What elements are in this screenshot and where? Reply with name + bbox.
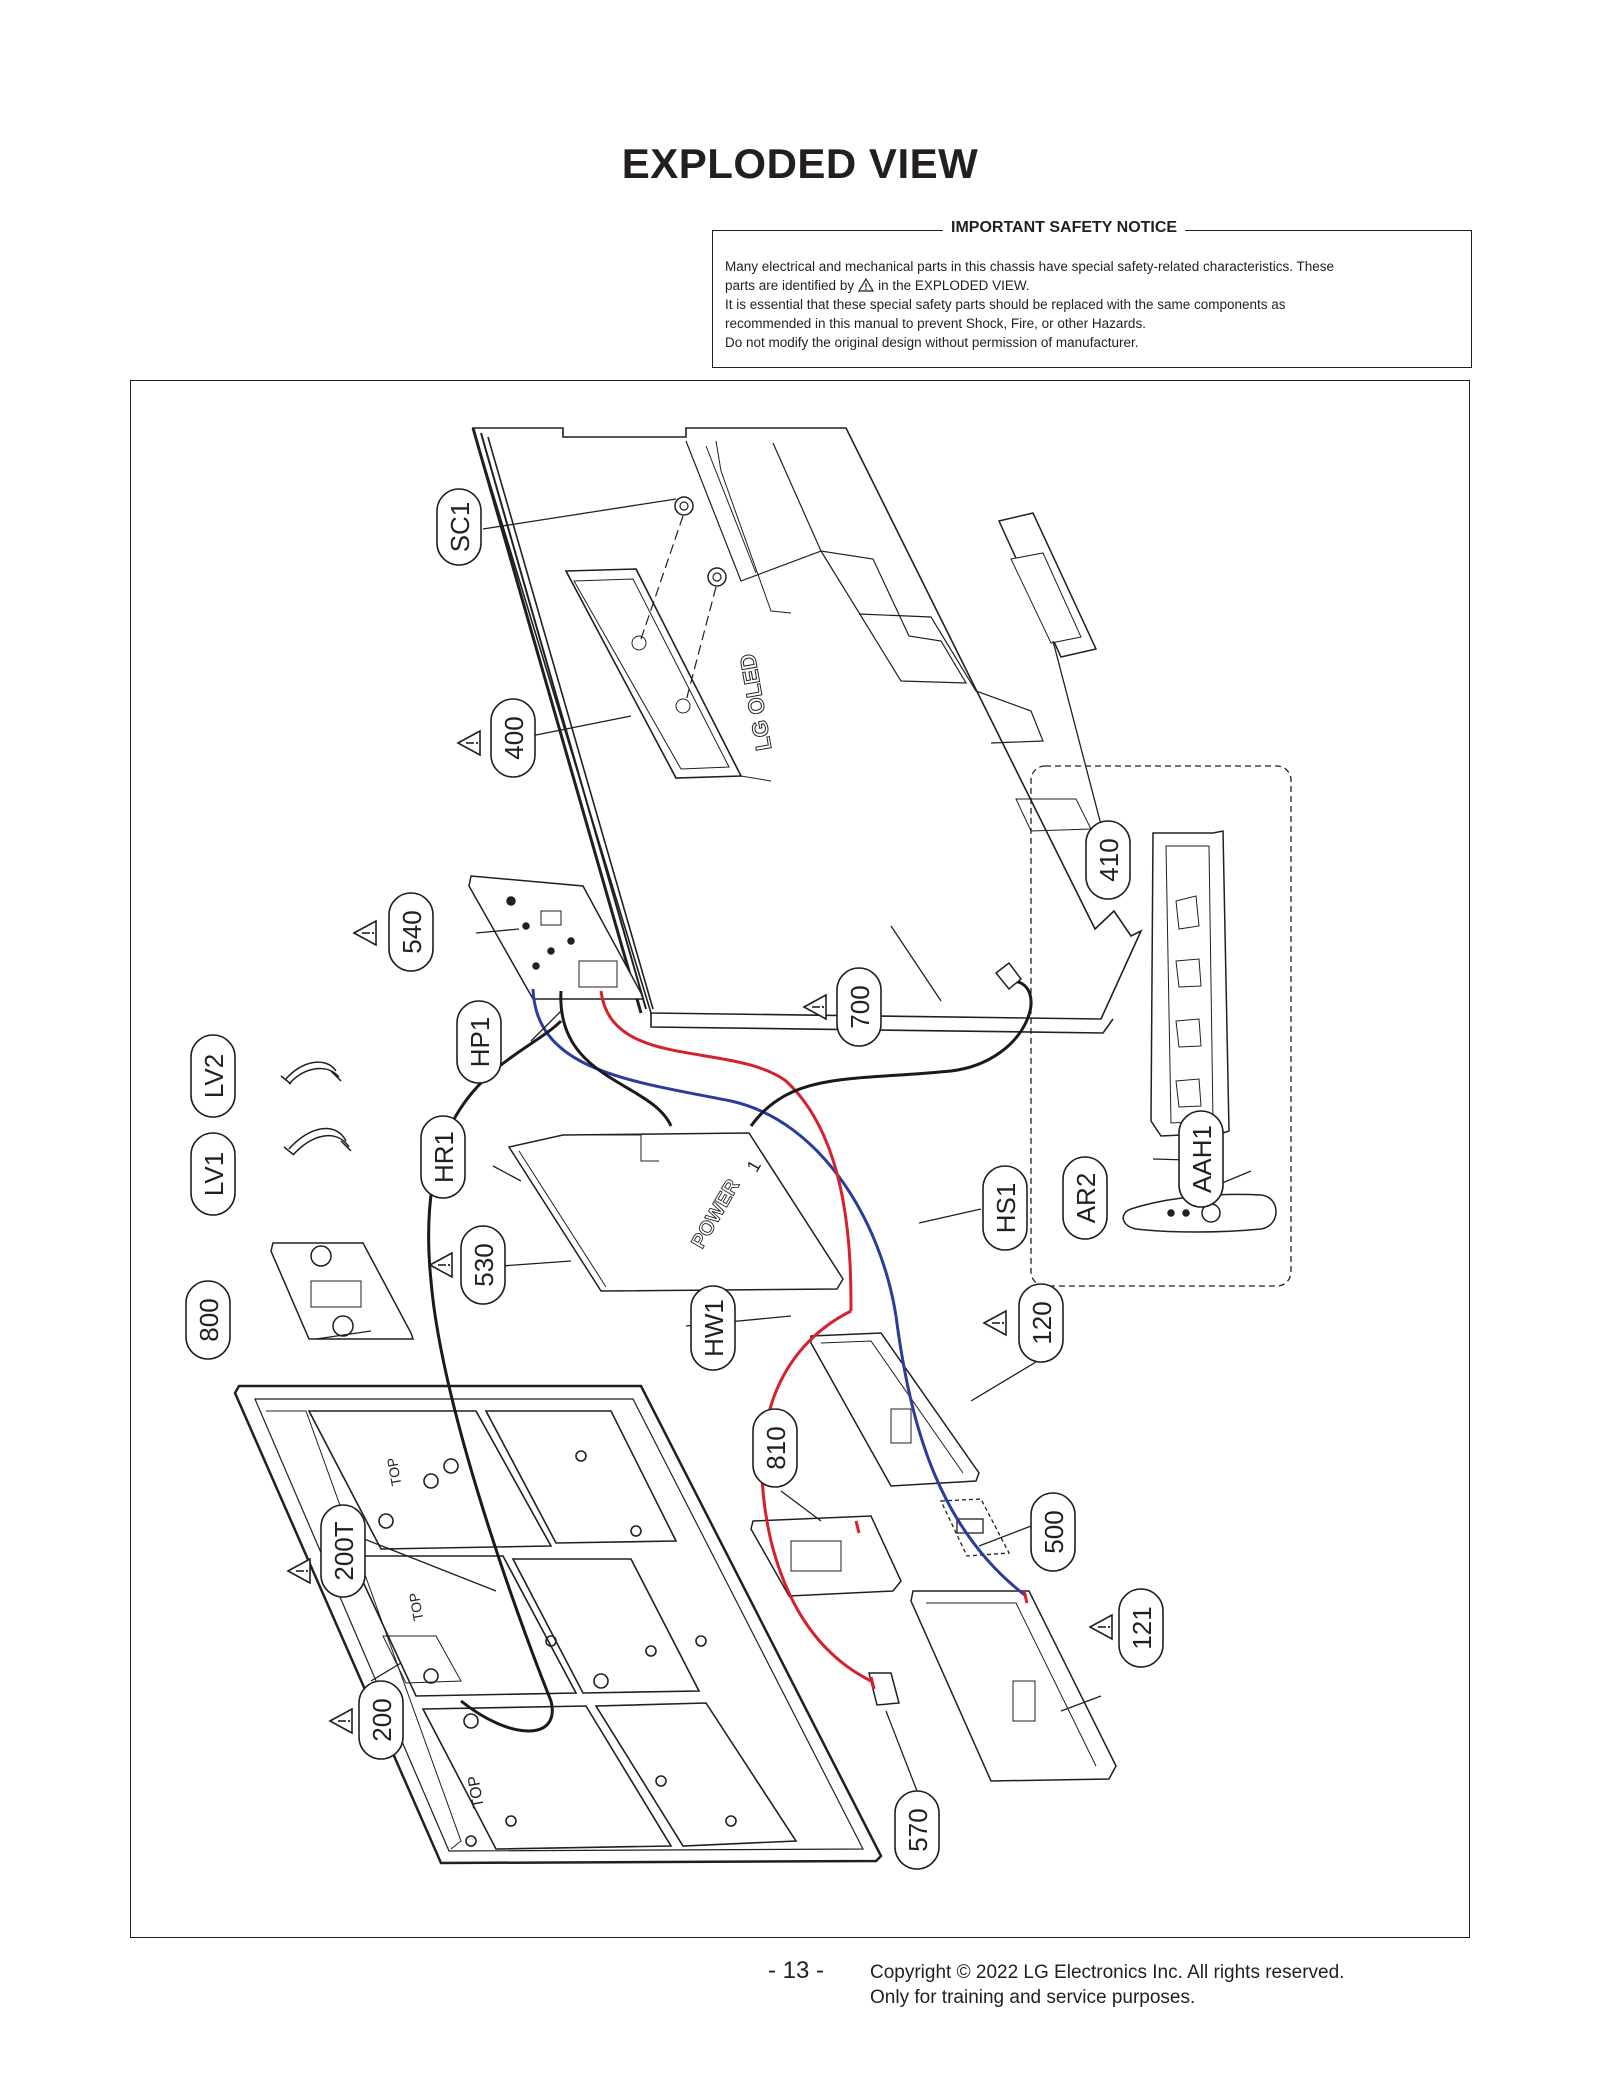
top-mark-2: TOP (406, 1591, 427, 1622)
board-500-part (939, 1498, 1011, 1557)
notice-line-5: Do not modify the original design withou… (725, 335, 1139, 350)
page-title: EXPLODED VIEW (621, 140, 979, 187)
back-cover-part (471, 427, 1143, 1034)
main-board-part (468, 875, 645, 1000)
bracket-810-part (750, 1515, 902, 1597)
cable-lv1-part (283, 1127, 352, 1156)
callout-800: 800 (185, 1280, 231, 1360)
accessory-group-box (1030, 765, 1292, 1287)
callout-570: 570 (894, 1790, 940, 1870)
callout-label: 500 (1039, 1510, 1069, 1553)
callout-label: HW1 (699, 1299, 729, 1357)
callout-label: 540 (397, 910, 427, 953)
callout-label: 200T (329, 1521, 359, 1580)
page-number: - 13 - (768, 1957, 825, 1984)
notice-line-2: parts are identified by in the EXPLODED V… (725, 276, 1459, 295)
callout-label: AAH1 (1187, 1125, 1217, 1193)
bracket-800-part (270, 1242, 415, 1340)
callout-120: 120 (983, 1283, 1064, 1363)
callout-121: 121 (1089, 1588, 1164, 1668)
callout-200: 200 (329, 1680, 404, 1760)
copyright-notice: Copyright © 2022 LG Electronics Inc. All… (870, 1960, 1344, 2010)
callout-810: 810 (752, 1408, 798, 1488)
copyright-line-2: Only for training and service purposes. (870, 1987, 1196, 2008)
warning-triangle-icon (858, 278, 875, 292)
screw-mounts (631, 496, 727, 714)
callout-label: 400 (499, 716, 529, 759)
callout-530: 530 (429, 1225, 506, 1305)
top-mark-3: TOP (465, 1774, 487, 1809)
notice-line-4: recommended in this manual to prevent Sh… (725, 316, 1146, 331)
callout-label: SC1 (445, 502, 475, 553)
callout-hs1: HS1 (982, 1165, 1028, 1251)
callout-lv2: LV2 (190, 1034, 236, 1118)
speaker-121-part (910, 1590, 1117, 1782)
callout-lv1: LV1 (190, 1132, 236, 1216)
speaker-120-part (810, 1332, 980, 1487)
callout-label: HR1 (429, 1131, 459, 1183)
notice-line-2a: parts are identified by (725, 278, 855, 293)
stand-bracket-part (997, 512, 1098, 658)
power-board-part (507, 1132, 844, 1292)
callout-label: AR2 (1071, 1173, 1101, 1224)
safety-notice-box: IMPORTANT SAFETY NOTICE Many electrical … (712, 219, 1472, 368)
callout-label: 530 (469, 1243, 499, 1286)
callout-ar2: AR2 (1062, 1156, 1108, 1240)
callout-540: 540 (353, 892, 434, 972)
callout-aah1: AAH1 (1178, 1110, 1224, 1208)
callout-400: 400 (457, 698, 536, 778)
callout-label: LV1 (199, 1152, 229, 1196)
top-mark-1: TOP (384, 1456, 405, 1487)
callout-label: 810 (761, 1426, 791, 1469)
cable-lv2-part (280, 1061, 342, 1085)
callout-label: HP1 (465, 1017, 495, 1068)
callout-label: 120 (1027, 1301, 1057, 1344)
callout-700: 700 (803, 967, 882, 1047)
callout-hp1: HP1 (456, 1000, 502, 1084)
exploded-view-frame: LG OLED POWER 1 (130, 380, 1470, 1938)
callout-hr1: HR1 (420, 1115, 466, 1199)
callout-label: 570 (903, 1808, 933, 1851)
callout-label: 410 (1094, 838, 1124, 881)
callout-label: 700 (845, 985, 875, 1028)
notice-line-1: Many electrical and mechanical parts in … (725, 259, 1335, 274)
callout-label: 121 (1127, 1606, 1157, 1649)
part-570 (868, 1672, 900, 1706)
copyright-line-1: Copyright © 2022 LG Electronics Inc. All… (870, 1962, 1345, 1983)
safety-notice-title: IMPORTANT SAFETY NOTICE (943, 219, 1186, 237)
remote-holder-part (1150, 830, 1230, 1137)
notice-line-3: It is essential that these special safet… (725, 297, 1286, 312)
callout-hw1: HW1 (690, 1285, 736, 1371)
callout-label: LV2 (199, 1054, 229, 1098)
notice-line-2b: in the EXPLODED VIEW. (878, 278, 1030, 293)
callout-sc1: SC1 (436, 488, 482, 566)
callout-label: HS1 (991, 1183, 1021, 1234)
callout-label: 800 (194, 1298, 224, 1341)
safety-notice-body: Many electrical and mechanical parts in … (725, 257, 1459, 352)
callout-500: 500 (1030, 1492, 1076, 1572)
exploded-view-diagram: LG OLED POWER 1 (185, 427, 1292, 1870)
callout-410: 410 (1085, 820, 1131, 900)
connector-plug (994, 961, 1023, 991)
callout-label: 200 (367, 1698, 397, 1741)
callout-200t: 200T (287, 1504, 366, 1598)
